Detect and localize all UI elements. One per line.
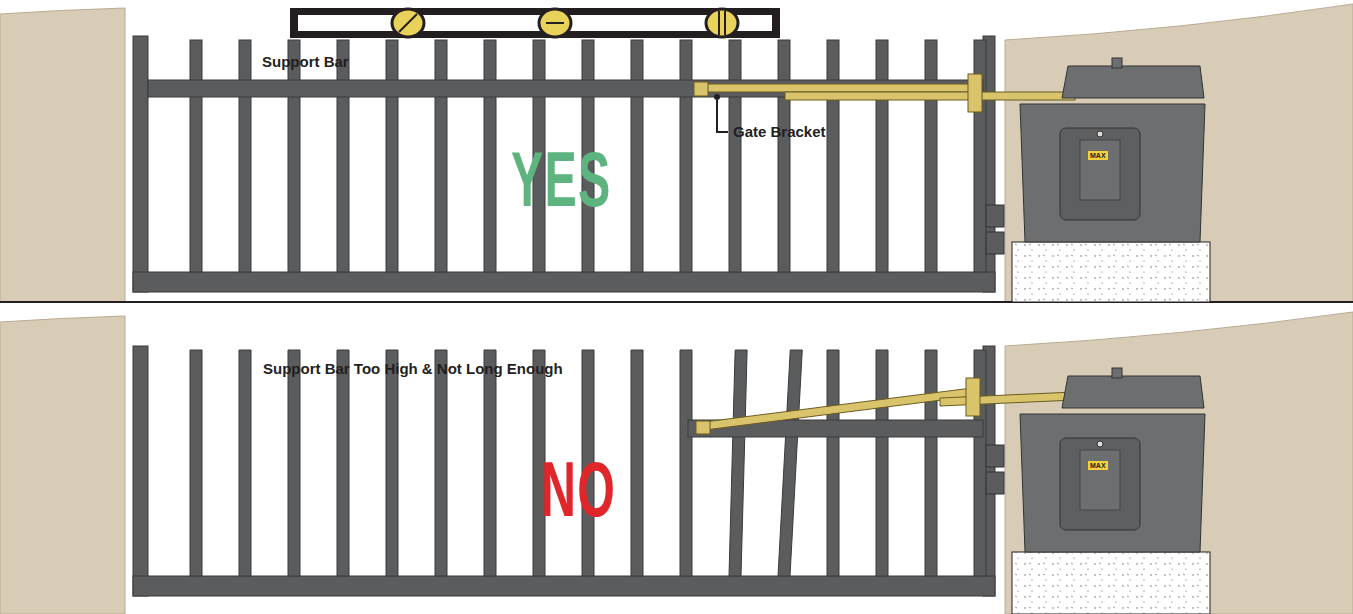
verdict-text: NO (541, 450, 616, 528)
brand-badge: MAX (1088, 461, 1108, 470)
gate-picket (288, 40, 300, 272)
gate-picket (288, 350, 300, 576)
gate-picket (386, 40, 398, 272)
gate-picket (778, 40, 790, 272)
gate-picket (925, 40, 937, 272)
gate-picket (190, 350, 202, 576)
gate-picket (337, 40, 349, 272)
gate-picket (827, 40, 839, 272)
gate-picket (190, 40, 202, 272)
gate-picket (386, 350, 398, 576)
gate-picket (484, 40, 496, 272)
gate-picket (631, 350, 643, 576)
note-label: Support Bar Too High & Not Long Enough (263, 361, 563, 376)
gate-picket (484, 350, 496, 576)
gate-picket (729, 40, 741, 272)
verdict-text: YES (511, 140, 611, 218)
gate-picket (925, 350, 937, 576)
gate-picket (631, 40, 643, 272)
gate-picket (239, 40, 251, 272)
part-label: Support Bar (262, 54, 349, 69)
gate-picket (680, 40, 692, 272)
part-label: Gate Bracket (733, 124, 826, 139)
brand-badge: MAX (1088, 151, 1108, 160)
gate-picket (239, 350, 251, 576)
gate-picket (876, 40, 888, 272)
gate-picket (729, 350, 747, 576)
gate-picket (778, 350, 802, 576)
gate-picket (827, 350, 839, 576)
gate-picket (337, 350, 349, 576)
gate-picket (435, 40, 447, 272)
gate-picket (876, 350, 888, 576)
gate-picket (680, 350, 692, 576)
gate-picket (435, 350, 447, 576)
